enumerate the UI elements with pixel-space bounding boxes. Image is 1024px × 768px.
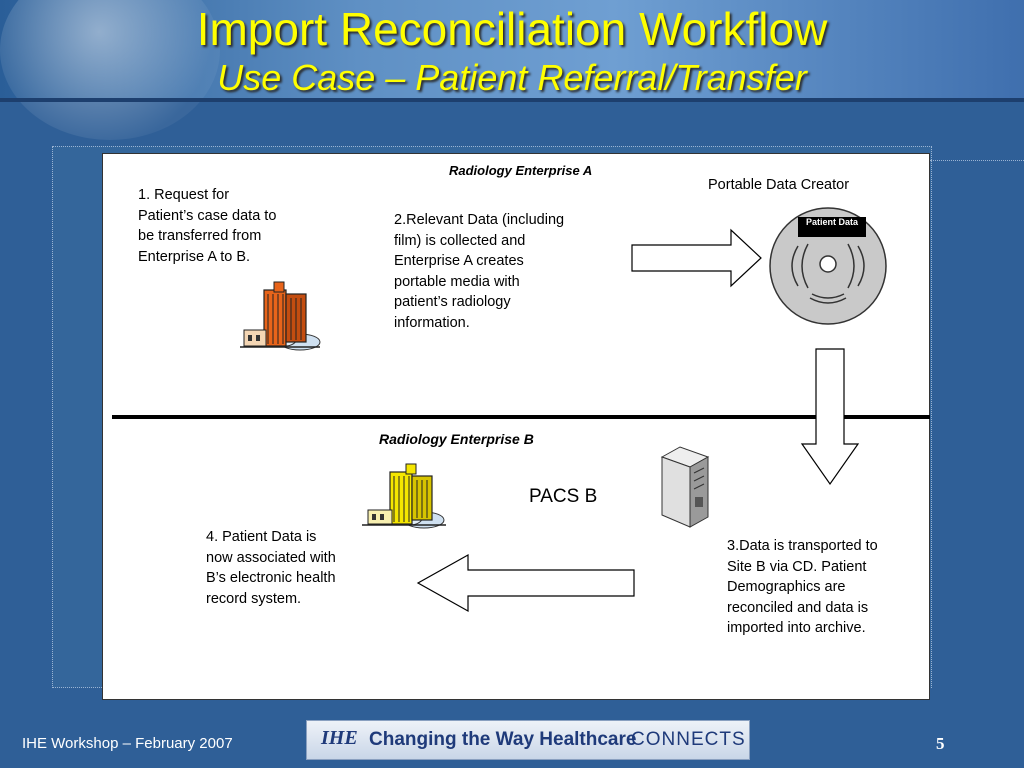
content-backdrop-right xyxy=(930,160,1024,701)
step-2-text: 2.Relevant Data (including film) is coll… xyxy=(394,212,565,331)
step-3-text: 3.Data is transported to Site B via CD. … xyxy=(727,538,878,636)
arrow-down-icon xyxy=(800,348,860,486)
header-banner xyxy=(0,0,1024,140)
slide-subtitle: Use Case – Patient Referral/Transfer xyxy=(217,57,807,98)
page-number: 5 xyxy=(936,734,945,753)
ihe-logo-banner: IHE Changing the Way Healthcare CONNECTS xyxy=(306,720,750,760)
cd-disc-icon xyxy=(769,207,887,325)
server-icon xyxy=(660,446,710,528)
footer-text: IHE Workshop – February 2007 xyxy=(22,735,233,752)
globe-decoration xyxy=(0,0,220,140)
logo-connects: CONNECTS xyxy=(631,729,746,750)
enterprise-a-label: Radiology Enterprise A xyxy=(449,163,593,178)
slide-title: Import Reconciliation Workflow xyxy=(196,3,828,55)
arrow-right-icon xyxy=(631,228,762,288)
step-4-text: 4. Patient Data is now associated with B… xyxy=(206,529,336,607)
step-1-text: 1. Request for Patient’s case data to be… xyxy=(138,187,277,265)
header-rule xyxy=(0,98,1024,102)
building-icon xyxy=(362,463,446,529)
arrow-left-icon xyxy=(416,553,635,613)
enterprise-b-label: Radiology Enterprise B xyxy=(379,431,534,447)
enterprise-divider xyxy=(112,415,930,419)
building-icon xyxy=(240,281,321,351)
ihe-logo: IHE xyxy=(321,727,358,749)
logo-tagline: Changing the Way Healthcare xyxy=(369,729,637,750)
cd-disc-label: Patient Data xyxy=(798,217,866,237)
pacs-label: PACS B xyxy=(529,486,598,507)
portable-data-creator-label: Portable Data Creator xyxy=(708,177,850,193)
